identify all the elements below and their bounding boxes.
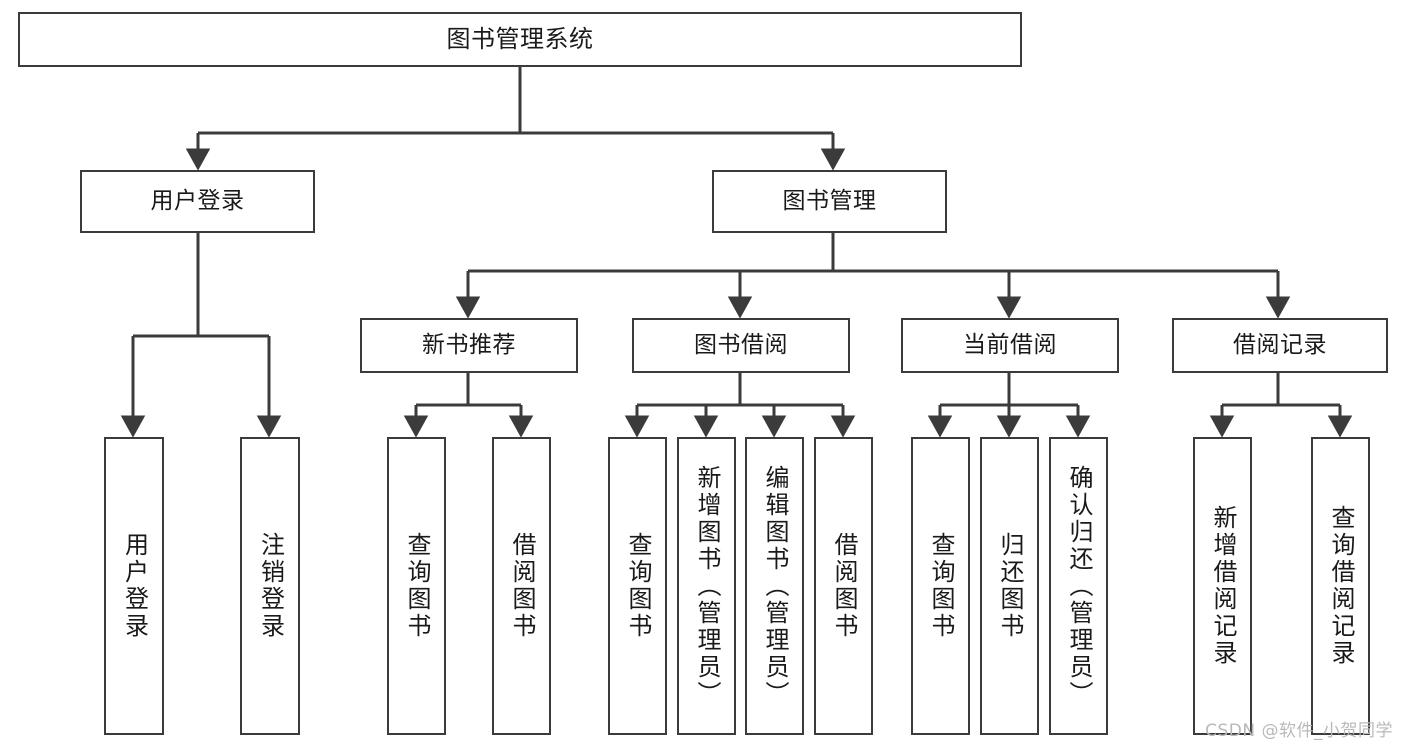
node-label: 新增图书（管理员） [692,464,721,708]
leaf-cb-query-book[interactable]: 查询图书 [911,437,970,735]
node-label: 归还图书 [995,532,1024,640]
node-label: 借阅图书 [507,532,536,640]
node-borrow-record[interactable]: 借阅记录 [1172,318,1388,373]
leaf-user-login[interactable]: 用户登录 [104,437,164,735]
node-label: 新书推荐 [422,331,516,358]
node-new-book-recommend[interactable]: 新书推荐 [360,318,578,373]
node-label: 图书管理系统 [446,25,594,54]
node-root-book-management-system[interactable]: 图书管理系统 [18,12,1022,67]
node-label: 借阅图书 [829,532,858,640]
leaf-nb-borrow-book[interactable]: 借阅图书 [492,437,551,735]
leaf-nb-query-book[interactable]: 查询图书 [387,437,446,735]
node-label: 新增借阅记录 [1208,505,1237,667]
node-user-login[interactable]: 用户登录 [80,170,315,233]
node-label: 借阅记录 [1233,331,1327,358]
node-label: 编辑图书（管理员） [760,464,789,708]
node-book-management[interactable]: 图书管理 [712,170,947,233]
node-label: 查询借阅记录 [1326,505,1355,667]
leaf-bb-edit-book-admin[interactable]: 编辑图书（管理员） [745,437,804,735]
node-label: 查询图书 [623,532,652,640]
node-label: 确认归还（管理员） [1064,464,1093,708]
node-label: 查询图书 [926,532,955,640]
node-label: 注销登录 [256,532,285,640]
node-current-borrow[interactable]: 当前借阅 [901,318,1119,373]
leaf-bb-query-book[interactable]: 查询图书 [608,437,667,735]
leaf-br-query-record[interactable]: 查询借阅记录 [1311,437,1370,735]
node-label: 图书管理 [782,187,877,214]
node-label: 图书借阅 [694,331,788,358]
node-label: 查询图书 [402,532,431,640]
csdn-watermark: CSDN @软件_小贺同学 [1205,721,1393,741]
node-label: 用户登录 [150,187,245,214]
leaf-bb-add-book-admin[interactable]: 新增图书（管理员） [677,437,736,735]
leaf-bb-borrow-book[interactable]: 借阅图书 [814,437,873,735]
node-book-borrow[interactable]: 图书借阅 [632,318,850,373]
node-label: 用户登录 [120,532,149,640]
leaf-cb-return-book[interactable]: 归还图书 [980,437,1039,735]
leaf-cb-confirm-return-admin[interactable]: 确认归还（管理员） [1049,437,1108,735]
leaf-br-add-record[interactable]: 新增借阅记录 [1193,437,1252,735]
node-label: 当前借阅 [963,331,1057,358]
leaf-logout[interactable]: 注销登录 [240,437,300,735]
